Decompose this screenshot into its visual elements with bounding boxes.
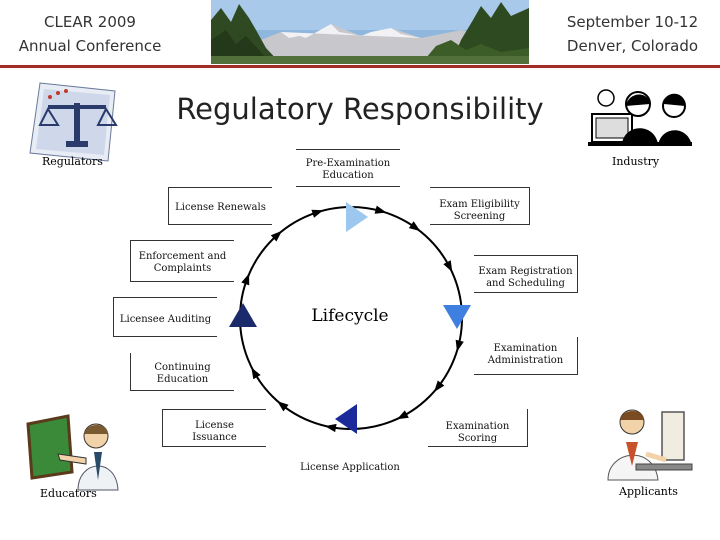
cycle-arrowhead: [434, 380, 445, 392]
stage-examination-administration: Examination Administration: [474, 337, 578, 375]
cycle-arrowhead: [408, 221, 421, 232]
event-location: Denver, Colorado: [566, 37, 699, 55]
cycle-arrowhead: [374, 205, 387, 214]
conference-info: CLEAR 2009 Annual Conference: [0, 10, 180, 58]
industry-label: Industry: [612, 155, 660, 168]
cycle-arrowhead: [443, 260, 453, 273]
slide-title: Regulatory Responsibility: [176, 92, 544, 126]
stage-line: Licensee Auditing: [119, 314, 212, 325]
stage-line: Education: [156, 374, 209, 385]
stage-licensee-auditing: Licensee Auditing: [113, 297, 217, 337]
stage-line: Pre-Examination: [305, 158, 391, 169]
cycle-arrowhead: [324, 423, 337, 433]
stage-license-application: License Application: [300, 460, 400, 478]
cycle-arrowhead: [277, 401, 289, 412]
stage-line: Examination: [493, 343, 558, 354]
phase-triangle: [443, 305, 471, 329]
stage-continuing-education: Continuing Education: [130, 353, 234, 391]
event-dates: September 10-12: [566, 13, 699, 31]
stage-line: Scoring: [457, 433, 498, 444]
applicants-label: Applicants: [619, 485, 678, 498]
cycle-arrowhead: [455, 339, 464, 352]
meeting-people-icon: [588, 89, 692, 146]
stage-line: Examination: [445, 421, 510, 432]
stage-line: Complaints: [153, 263, 212, 274]
stage-line: Exam Registration: [478, 266, 573, 277]
lifecycle-label: Lifecycle: [311, 306, 389, 326]
stage-line: and Scheduling: [486, 278, 565, 289]
stage-line: Issuance: [192, 432, 237, 443]
regulators-label: Regulators: [42, 155, 103, 168]
stage-license-issuance: License Issuance: [162, 409, 266, 447]
stage-enforcement-complaints: Enforcement and Complaints: [130, 240, 234, 282]
mountain-banner-image: [211, 0, 529, 64]
cycle-arrowhead: [311, 209, 324, 218]
cycle-arrowhead: [270, 230, 282, 242]
stage-examination-scoring: Examination Scoring: [428, 409, 528, 447]
stage-line: Screening: [453, 211, 506, 222]
educators-label: Educators: [40, 487, 97, 500]
conference-name: CLEAR 2009: [44, 13, 136, 31]
phase-triangles: [229, 202, 471, 434]
stage-exam-eligibility-screening: Exam Eligibility Screening: [430, 187, 530, 225]
cycle-arrowhead: [251, 367, 261, 380]
cycle-arrowheads: [241, 205, 464, 433]
stage-pre-examination-education: Pre-Examination Education: [296, 149, 400, 187]
stage-line: License Renewals: [175, 202, 266, 213]
person-at-computer-icon: [607, 409, 693, 481]
stage-line: License: [195, 420, 234, 431]
teacher-chalkboard-icon: [26, 414, 119, 491]
header-divider: [0, 65, 720, 68]
phase-triangle: [229, 303, 257, 327]
cycle-arrowhead: [241, 273, 250, 286]
stage-exam-registration-scheduling: Exam Registration and Scheduling: [474, 255, 578, 293]
conference-subtitle: Annual Conference: [18, 37, 162, 55]
cycle-arrowhead: [396, 410, 409, 420]
phase-triangle: [335, 404, 357, 434]
event-info: September 10-12 Denver, Colorado: [545, 10, 720, 58]
stage-line: Education: [322, 170, 374, 181]
stage-line: Enforcement and: [138, 251, 227, 262]
stage-line: Continuing: [154, 362, 211, 373]
phase-triangle: [346, 202, 368, 232]
stage-license-renewals: License Renewals: [168, 187, 272, 225]
stage-line: Administration: [487, 355, 564, 366]
stage-line: Exam Eligibility: [439, 199, 520, 210]
stage-line: License Application: [300, 462, 400, 473]
scales-of-justice-icon: [29, 82, 118, 162]
